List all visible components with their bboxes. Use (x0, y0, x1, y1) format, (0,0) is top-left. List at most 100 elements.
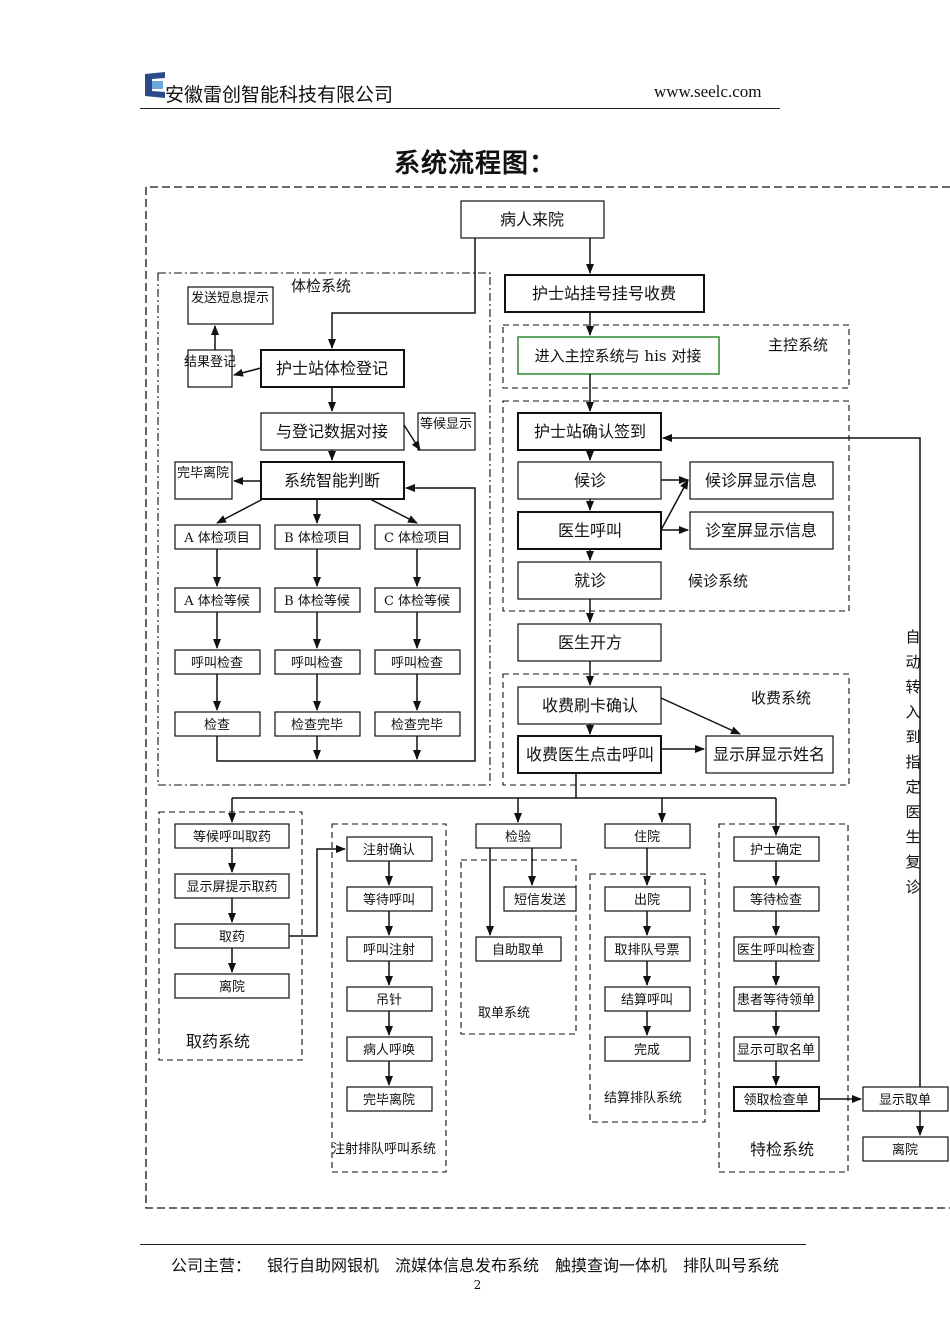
company-url[interactable]: www.seelc.com (654, 82, 762, 101)
box-settle-call (604, 986, 691, 1012)
label-inject-leave: 完毕离院 (363, 1092, 415, 1108)
region-inject (331, 823, 447, 1173)
box-room-screen (689, 511, 834, 550)
label-a-wait: A 体检等候 (183, 593, 250, 609)
connector-line (369, 498, 418, 524)
label-c-call: 呼叫检查 (391, 656, 443, 671)
label-smart-judge: 系统智能判断 (284, 471, 380, 490)
label-show-take: 显示取单 (879, 1093, 931, 1108)
label-data-link: 与登记数据对接 (276, 422, 388, 441)
box-enter-master (517, 336, 720, 375)
box-data-link (260, 412, 405, 451)
region-waiting (502, 400, 850, 612)
region-lab (460, 859, 577, 1035)
company-logo (145, 72, 165, 98)
label-b-done: 检查完毕 (291, 718, 343, 733)
footer-divider (140, 1244, 806, 1245)
label-pay-card: 收费刷卡确认 (542, 696, 638, 715)
header-divider (140, 108, 780, 109)
box-waiting-screen (689, 461, 834, 500)
connector-line (660, 697, 741, 735)
box-c-call (374, 649, 461, 675)
connectors (211, 238, 924, 1136)
label-settle-call: 结算呼叫 (621, 993, 673, 1008)
region-settle (589, 873, 706, 1123)
box-nurse-ok (733, 836, 820, 862)
region-label-special: 特检系统 (750, 1140, 814, 1159)
label-hospital: 住院 (634, 830, 660, 845)
box-leave-final (862, 1136, 949, 1162)
company-name: 安徽雷创智能科技有限公司 (165, 84, 394, 106)
box-inject-wait (346, 886, 433, 912)
box-nurse-exam-reg (260, 349, 405, 388)
region-label-exam: 体检系统 (291, 277, 351, 295)
label-screen-drug: 显示屏提示取药 (186, 879, 277, 895)
label-drip: 吊针 (376, 993, 402, 1008)
box-result-reg (187, 349, 233, 388)
box-self-print (475, 936, 562, 962)
region-exam (157, 272, 491, 786)
region-charge (502, 673, 850, 786)
label-a-call: 呼叫检查 (191, 656, 243, 671)
region-label-charge: 收费系统 (751, 689, 811, 707)
connector-line (289, 845, 346, 937)
region-drug (158, 811, 303, 1061)
side-note-text: 自动转入到指定医生复诊 (905, 628, 920, 896)
box-inject-call (346, 936, 433, 962)
box-b-wait (274, 587, 361, 613)
box-wait-call-drug (174, 823, 290, 849)
label-nurse-ok: 护士确定 (750, 843, 802, 858)
region-label-lab: 取单系统 (478, 1006, 530, 1021)
label-queue-ticket: 取排队号票 (614, 943, 679, 958)
box-wait-check (733, 886, 820, 912)
box-c-wait (374, 587, 461, 613)
box-screen-name (705, 735, 834, 774)
label-enter-master: 进入主控系统与 his 对接 (535, 347, 702, 365)
label-doctor-call: 医生呼叫 (558, 521, 622, 540)
label-prescribe: 医生开方 (558, 633, 622, 652)
box-hospital (604, 823, 691, 849)
box-patient-arrive (460, 200, 605, 239)
label-patient-call: 病人呼唤 (363, 1043, 415, 1058)
label-sms-notice: 发送短息提示 (191, 290, 269, 306)
label-c-item: C 体检项目 (384, 531, 450, 546)
side-note-auto-transfer: 自动转入到指定医生复诊 (905, 628, 920, 896)
region-label-waiting: 候诊系统 (688, 572, 748, 590)
footer-item: 触摸查询一体机 (555, 1256, 668, 1275)
label-visit: 就诊 (574, 571, 606, 590)
region-special (718, 823, 849, 1173)
connector-line (328, 238, 476, 349)
connector-line (233, 367, 262, 377)
label-b-wait: B 体检等候 (284, 593, 350, 609)
box-nurse-register-pay (504, 274, 705, 313)
box-nurse-confirm (517, 412, 662, 451)
label-complete: 完成 (634, 1043, 660, 1058)
connector-line (403, 424, 421, 451)
footer-label: 公司主营： (170, 1256, 251, 1275)
label-discharge: 出院 (634, 893, 660, 908)
box-sms-send (503, 886, 577, 912)
label-inject-confirm: 注射确认 (363, 842, 415, 858)
flowchart: 体检系统 主控系统 候诊系统 收费系统 取药系统 注射排队呼叫系统 取单系统 结… (145, 186, 950, 1209)
label-done-leave-exam: 完毕离院 (177, 465, 229, 481)
label-b-item: B 体检项目 (284, 531, 350, 546)
label-wait-call-drug: 等候呼叫取药 (193, 829, 271, 845)
box-c-item (374, 524, 461, 550)
box-sms-notice (187, 286, 274, 325)
box-get-sheet (733, 1086, 820, 1112)
label-waiting: 候诊 (574, 471, 606, 490)
region-master (502, 324, 850, 389)
label-show-list: 显示可取名单 (737, 1042, 815, 1058)
region-label-drug: 取药系统 (186, 1032, 250, 1051)
label-room-screen: 诊室屏显示信息 (705, 521, 817, 540)
box-complete (604, 1036, 691, 1062)
label-sms-send: 短信发送 (514, 892, 566, 908)
label-get-sheet: 领取检查单 (743, 1093, 808, 1108)
label-result-reg: 结果登记 (184, 355, 236, 370)
label-doctor-check: 医生呼叫检查 (737, 943, 815, 958)
box-discharge (604, 886, 691, 912)
label-leave-drug: 离院 (219, 979, 245, 995)
box-a-call (174, 649, 261, 675)
box-pay-doctor-call (517, 735, 662, 774)
box-prescribe (517, 623, 662, 662)
